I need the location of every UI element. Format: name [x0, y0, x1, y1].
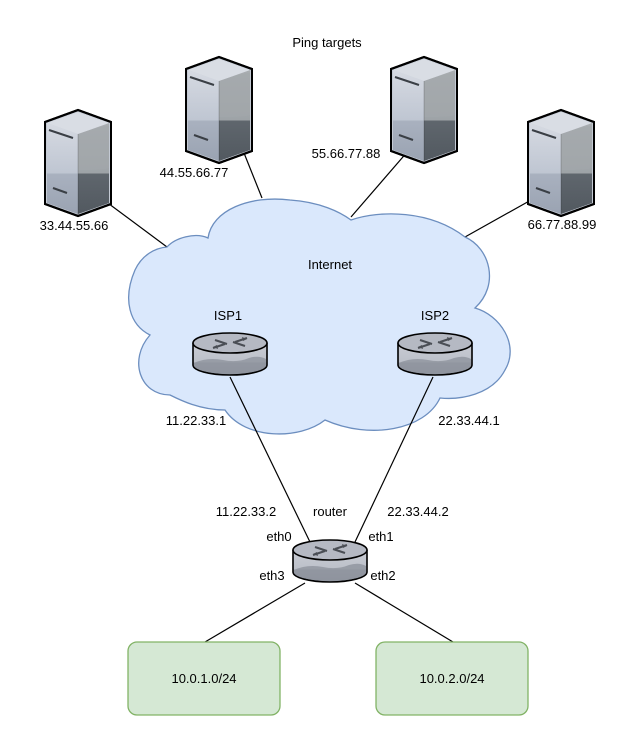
link-router-subnet2	[354, 582, 454, 643]
link-isp2-router	[354, 376, 434, 543]
internet-cloud	[128, 198, 511, 435]
isp1-label: ISP1	[214, 308, 242, 323]
router-icon-isp1	[192, 332, 268, 376]
router-label: router	[313, 504, 348, 519]
subnet-box-2	[375, 641, 529, 716]
isp1-ip: 11.22.33.1	[166, 413, 226, 428]
subnet-box-1	[127, 641, 281, 716]
server-icon-target-3	[390, 56, 458, 164]
eth3-label: eth3	[259, 568, 284, 583]
server-icon-target-4	[527, 109, 595, 217]
link-isp1-router	[229, 376, 311, 543]
ping-targets-title: Ping targets	[292, 35, 362, 50]
target-ip-3: 55.66.77.88	[312, 146, 381, 161]
link-router-subnet1	[204, 582, 306, 643]
router-eth1-ip: 22.33.44.2	[387, 504, 448, 519]
target-ip-4: 66.77.88.99	[528, 217, 597, 232]
internet-label: Internet	[308, 257, 352, 272]
isp2-ip: 22.33.44.1	[438, 413, 499, 428]
router-eth0-ip: 11.22.33.2	[216, 504, 276, 519]
router-icon-isp2	[397, 332, 473, 376]
target-ip-1: 33.44.55.66	[40, 218, 109, 233]
server-icon-target-2	[185, 56, 253, 164]
eth2-label: eth2	[370, 568, 395, 583]
isp2-label: ISP2	[421, 308, 449, 323]
router-icon-main	[292, 539, 368, 583]
target-ip-2: 44.55.66.77	[160, 165, 229, 180]
eth1-label: eth1	[368, 529, 393, 544]
server-icon-target-1	[44, 109, 112, 217]
subnet-label-2: 10.0.2.0/24	[419, 671, 484, 686]
subnet-label-1: 10.0.1.0/24	[171, 671, 236, 686]
eth0-label: eth0	[266, 529, 291, 544]
